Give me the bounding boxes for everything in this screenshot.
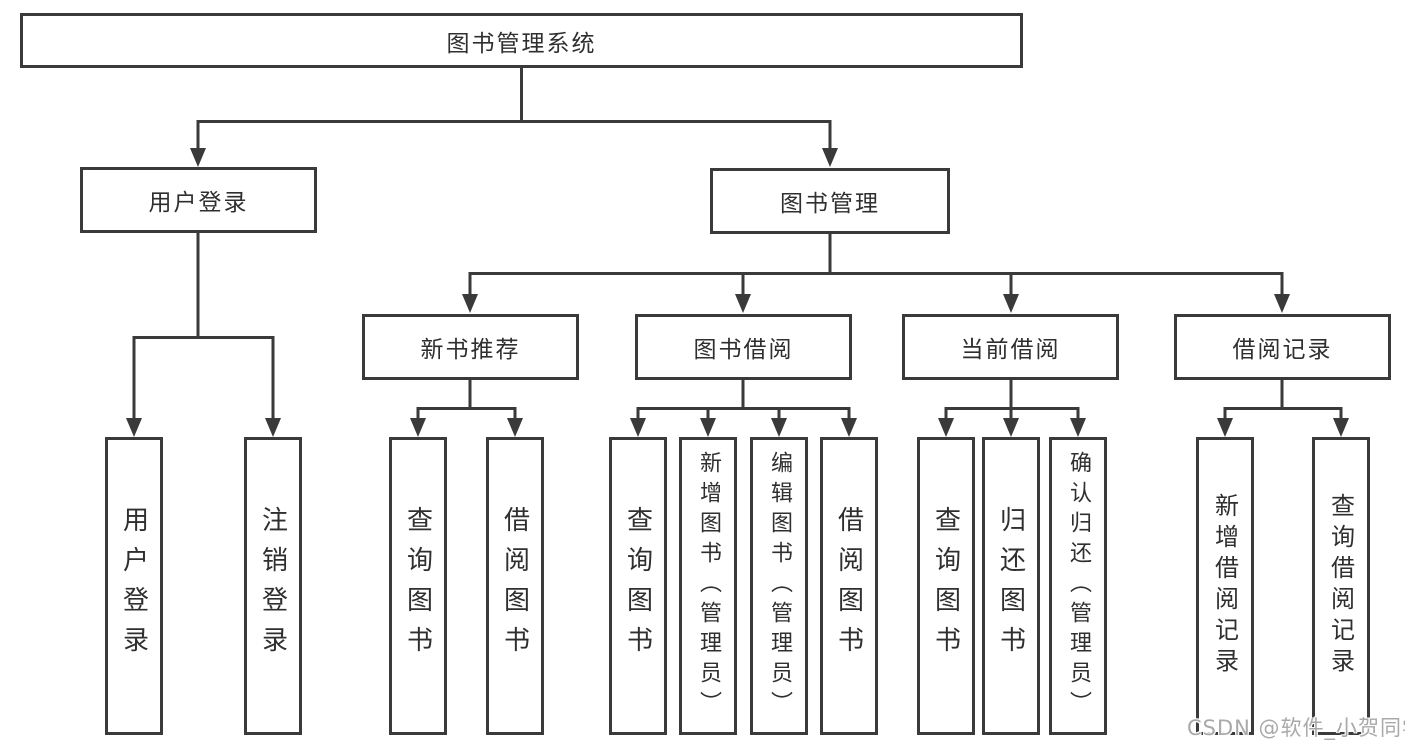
leaf-logout: 注销登录 [244,437,302,735]
leaf-query-books-current: 查询图书 [917,437,975,735]
leaf-label: 新增图书（管理员） [696,451,721,721]
leaf-confirm-return-admin: 确认归还（管理员） [1049,437,1107,735]
node-root: 图书管理系统 [20,13,1023,68]
leaf-return-book: 归还图书 [982,437,1040,735]
leaf-borrow-books-borrow: 借阅图书 [820,437,878,735]
watermark: CSDN @软件_小贺同学 [1187,716,1405,740]
leaf-label: 查询图书 [402,506,433,666]
leaf-label: 用户登录 [118,506,149,666]
connector-leaf-rail [1223,407,1343,420]
leaf-user-login: 用户登录 [105,437,163,735]
node-label: 图书借阅 [693,337,794,363]
leaf-query-borrow-record: 查询借阅记录 [1312,437,1370,735]
leaf-label: 新增借阅记录 [1210,493,1239,679]
leaf-label: 编辑图书（管理员） [767,451,792,721]
node-label: 图书管理 [780,191,880,217]
leaf-add-book-admin: 新增图书（管理员） [679,437,737,735]
leaf-label: 借阅图书 [833,506,864,666]
leaf-label: 查询图书 [622,506,653,666]
node-label: 用户登录 [148,190,249,216]
node-label: 图书管理系统 [446,30,597,57]
connector-leaf-rail [636,407,851,420]
node-current-borrow: 当前借阅 [902,314,1119,380]
leaf-label: 注销登录 [257,506,288,666]
connector-level3-rail [468,272,1284,296]
leaf-label: 归还图书 [995,506,1026,666]
connector-leaf-rail [416,407,517,420]
leaf-label: 确认归还（管理员） [1066,451,1091,721]
leaf-label: 查询图书 [930,506,961,666]
leaf-add-borrow-record: 新增借阅记录 [1196,437,1254,735]
node-borrow-records: 借阅记录 [1174,314,1391,380]
leaf-query-books-recommend: 查询图书 [389,437,447,735]
node-label: 新书推荐 [420,337,521,363]
connector-user-rail [132,336,275,420]
node-label: 当前借阅 [960,337,1061,363]
leaf-label: 查询借阅记录 [1326,493,1355,679]
arrowheads [126,148,1349,437]
connector-level2-rail [196,120,832,150]
node-book-management-branch: 图书管理 [710,168,950,234]
leaf-edit-book-admin: 编辑图书（管理员） [750,437,808,735]
leaf-label: 借阅图书 [499,506,530,666]
leaf-borrow-books-recommend: 借阅图书 [486,437,544,735]
node-label: 借阅记录 [1232,337,1333,363]
node-book-borrow: 图书借阅 [635,314,852,380]
node-user-login-branch: 用户登录 [80,167,317,233]
node-new-book-recommend: 新书推荐 [362,314,579,380]
leaf-query-books-borrow: 查询图书 [609,437,667,735]
